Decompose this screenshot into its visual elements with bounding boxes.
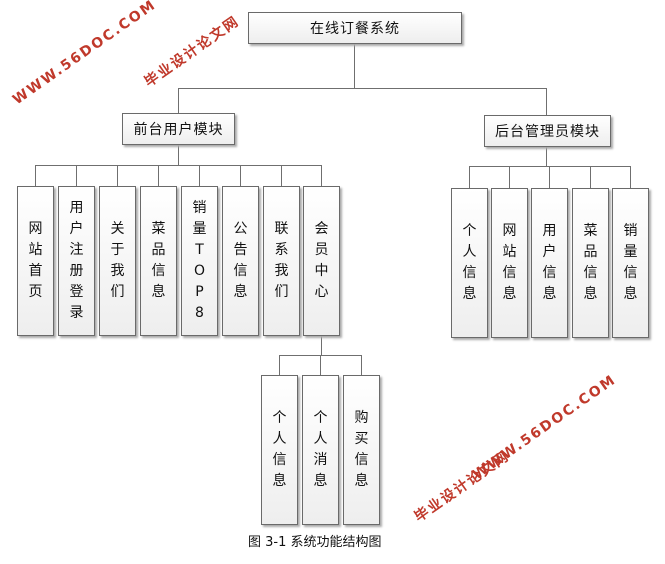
front-module-node: 前台用户模块 [122,113,235,145]
connector [469,166,470,188]
root-label: 在线订餐系统 [310,21,400,37]
connector [630,166,631,188]
child-label: 会员中心 [314,221,329,300]
connector [469,166,631,167]
child-node: 公告信息 [222,186,259,336]
connector [320,355,321,375]
connector [546,146,547,166]
figure-caption: 图 3-1 系统功能结构图 [248,535,382,550]
child-label: 网站信息 [502,223,517,302]
connector [158,165,159,186]
child-node: 个人信息 [261,375,298,525]
child-node: 个人消息 [302,375,339,525]
watermark-name: 毕业设计论文网 [411,448,513,526]
child-label: 购买信息 [354,410,369,489]
connector [281,165,282,186]
connector [76,165,77,186]
child-label: 个人信息 [462,223,477,302]
child-node: 会员中心 [303,186,340,336]
back-module-node: 后台管理员模块 [484,115,611,147]
child-node: 菜品信息 [572,188,609,338]
connector [240,165,241,186]
child-node: 购买信息 [343,375,380,525]
child-label: 用户注册登录 [69,200,84,321]
child-node: 用户信息 [531,188,568,338]
connector [354,43,355,88]
connector [321,165,322,186]
root-node: 在线订餐系统 [248,12,462,44]
connector [361,355,362,375]
child-node: 联系我们 [263,186,300,336]
child-node: 用户注册登录 [58,186,95,336]
child-label: 菜品信息 [151,221,166,300]
child-label: 网站首页 [28,221,43,300]
child-label: 销量TOP8 [192,200,207,321]
connector [509,166,510,188]
child-node: 销量TOP8 [181,186,218,336]
front-module-label: 前台用户模块 [133,122,224,138]
connector [178,144,179,165]
connector [549,166,550,188]
watermark-name: 毕业设计论文网 [141,13,243,91]
child-label: 公告信息 [233,221,248,300]
child-label: 菜品信息 [583,223,598,302]
child-label: 销量信息 [623,223,638,302]
connector [178,88,547,89]
connector [546,88,547,115]
child-label: 用户信息 [542,223,557,302]
connector [178,88,179,113]
connector [35,165,36,186]
watermark-site: WWW.56DOC.COM [10,0,160,109]
child-node: 菜品信息 [140,186,177,336]
child-label: 个人消息 [313,410,328,489]
child-label: 联系我们 [274,221,289,300]
child-node: 个人信息 [451,188,488,338]
connector [279,355,280,375]
child-node: 关于我们 [99,186,136,336]
connector [199,165,200,186]
child-label: 个人信息 [272,410,287,489]
child-label: 关于我们 [110,221,125,300]
connector [321,335,322,355]
back-module-label: 后台管理员模块 [495,124,600,140]
child-node: 网站信息 [491,188,528,338]
child-node: 销量信息 [612,188,649,338]
child-node: 网站首页 [17,186,54,336]
connector [590,166,591,188]
connector [280,355,362,356]
connector [117,165,118,186]
connector [35,165,322,166]
